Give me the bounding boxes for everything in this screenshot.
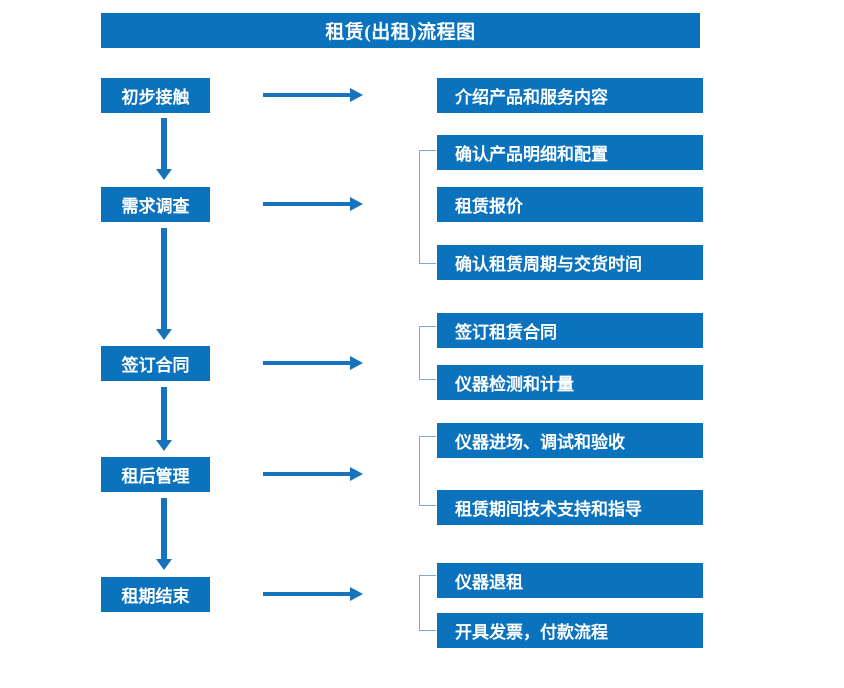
detail-box-instrument-return[interactable]: 仪器退租 xyxy=(437,563,703,598)
detail-box-instrument-entry-commissioning[interactable]: 仪器进场、调试和验收 xyxy=(437,423,703,458)
stage-box-demand-survey[interactable]: 需求调查 xyxy=(101,187,210,222)
horizontal-arrow-initial-contact xyxy=(263,88,363,102)
detail-box-instrument-inspection[interactable]: 仪器检测和计量 xyxy=(437,365,703,400)
diagram-title: 租赁(出租)流程图 xyxy=(101,13,700,48)
horizontal-arrow-sign-contract xyxy=(263,356,363,370)
arrow-head xyxy=(156,559,172,570)
arrow-head xyxy=(350,356,363,370)
stage-box-post-lease-management[interactable]: 租后管理 xyxy=(101,457,210,492)
group-bracket-demand-survey xyxy=(419,150,436,264)
group-bracket-post-lease-management xyxy=(419,436,436,506)
arrow-head xyxy=(350,467,363,481)
horizontal-arrow-demand-survey xyxy=(263,197,363,211)
detail-box-sign-lease-contract[interactable]: 签订租赁合同 xyxy=(437,313,703,348)
detail-box-lease-quotation[interactable]: 租赁报价 xyxy=(437,187,703,222)
horizontal-arrow-post-lease-management xyxy=(263,467,363,481)
arrow-head xyxy=(350,88,363,102)
stage-box-initial-contact[interactable]: 初步接触 xyxy=(101,78,210,113)
arrow-head xyxy=(350,587,363,601)
stage-box-lease-end[interactable]: 租期结束 xyxy=(101,577,210,612)
group-bracket-lease-end xyxy=(419,575,436,631)
arrow-shaft xyxy=(263,592,351,596)
arrow-shaft xyxy=(161,228,167,329)
vertical-arrow-contract-to-management xyxy=(156,387,172,451)
detail-box-technical-support[interactable]: 租赁期间技术支持和指导 xyxy=(437,490,703,525)
detail-box-confirm-lease-period[interactable]: 确认租赁周期与交货时间 xyxy=(437,245,703,280)
arrow-head xyxy=(156,329,172,340)
detail-box-invoice-payment[interactable]: 开具发票，付款流程 xyxy=(437,613,703,648)
arrow-head xyxy=(350,197,363,211)
arrow-shaft xyxy=(263,361,351,365)
vertical-arrow-survey-to-contract xyxy=(156,228,172,340)
arrow-shaft xyxy=(263,202,351,206)
detail-box-confirm-product-details[interactable]: 确认产品明细和配置 xyxy=(437,135,703,170)
arrow-shaft xyxy=(263,93,351,97)
arrow-shaft xyxy=(161,118,167,169)
horizontal-arrow-lease-end xyxy=(263,587,363,601)
arrow-shaft xyxy=(161,387,167,440)
arrow-shaft xyxy=(263,472,351,476)
arrow-head xyxy=(156,440,172,451)
arrow-shaft xyxy=(161,498,167,559)
vertical-arrow-management-to-end xyxy=(156,498,172,570)
detail-box-introduce-products[interactable]: 介绍产品和服务内容 xyxy=(437,78,703,113)
stage-box-sign-contract[interactable]: 签订合同 xyxy=(101,346,210,381)
group-bracket-sign-contract xyxy=(419,326,436,380)
vertical-arrow-contact-to-survey xyxy=(156,118,172,180)
arrow-head xyxy=(156,169,172,180)
